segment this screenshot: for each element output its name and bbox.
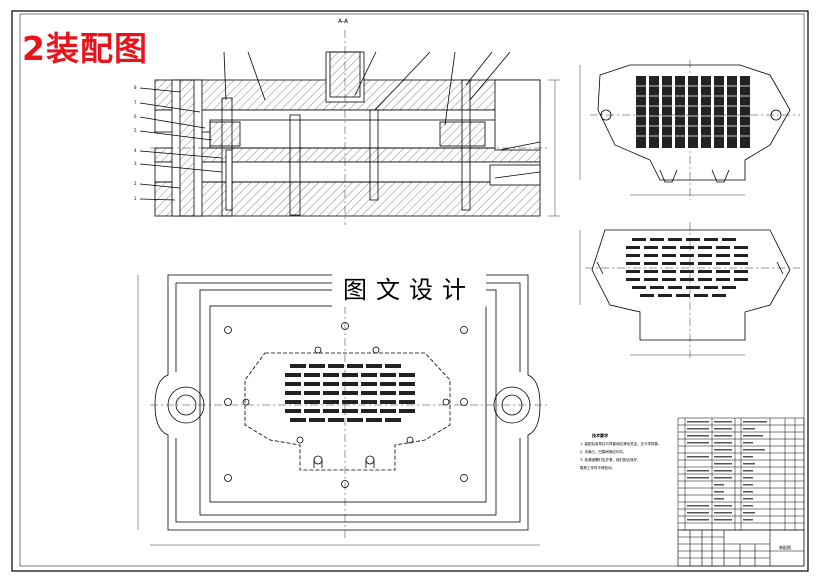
svg-text:7: 7 [134, 100, 137, 105]
outer-frame [11, 10, 809, 572]
svg-text:6: 6 [134, 114, 137, 119]
drawing-stamp-title: 2装配图 [22, 29, 148, 68]
svg-text:4: 4 [134, 148, 137, 153]
technical-notes: 技术要求 1. 装配后各导柱与导套间应滑动灵活，无卡滞现象。 2. 冲裁凸、凹模… [580, 432, 668, 472]
technical-notes-title: 技术要求 [592, 433, 608, 438]
plan-slot-grid [285, 364, 415, 422]
technical-note-line: 1. 装配后各导柱与导套间应滑动灵活，无卡滞现象。 [580, 442, 662, 446]
inner-frame [19, 13, 805, 567]
svg-text:1: 1 [134, 196, 137, 201]
parts-list-fill [687, 421, 767, 521]
title-block [677, 529, 805, 567]
technical-note-line: 2. 冲裁凸、凹模间隙应均匀。 [580, 450, 627, 454]
svg-text:5: 5 [134, 128, 137, 133]
svg-text:3: 3 [134, 161, 137, 166]
part-number-callouts: 8 7 6 5 4 3 2 1 [134, 85, 137, 201]
technical-note-line: 3. 各紧固螺钉应拧紧，销钉配合良好， [580, 458, 641, 462]
watermark-banner: 图文设计 [332, 273, 486, 307]
part-view [579, 222, 800, 360]
part-slot-grid [626, 238, 748, 297]
title-block-drawing-name: 装配图 [779, 544, 791, 550]
section-view [139, 30, 560, 225]
technical-note-line: 模具工作时不得松动。 [580, 466, 615, 470]
svg-text:2: 2 [134, 181, 137, 186]
section-label: A-A [338, 18, 349, 25]
svg-text:8: 8 [134, 85, 137, 90]
punch-slot-grid [636, 76, 750, 148]
punch-slot-dividers [636, 85, 750, 137]
